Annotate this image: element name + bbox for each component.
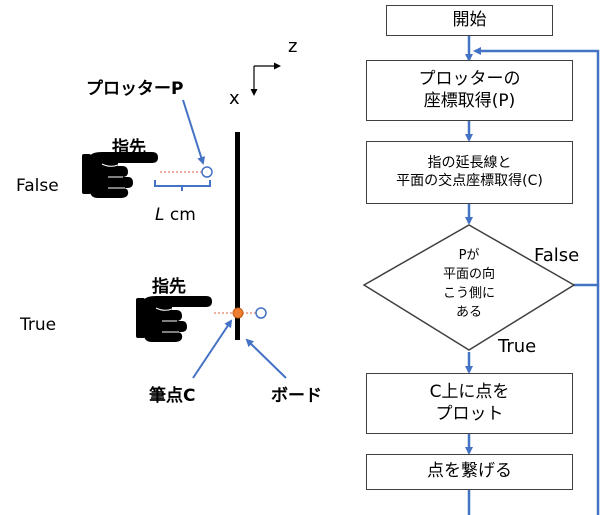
flow-step1-line2: 座標取得(P) [423,90,516,111]
decision-line4: ある [455,304,482,320]
false-branch-label: False [534,245,580,266]
decision-diamond [362,224,576,351]
flow-step4-box: 点を繋げる [366,454,573,490]
flow-step4-text: 点を繋げる [427,461,512,482]
pointing-hand-icon [135,295,213,343]
plotter-label: プロッターP [86,79,184,99]
flow-step2-line1: 指の延長線と [427,155,512,171]
board [235,132,240,340]
false-state-label: False [16,176,59,196]
flow-step3-line2: プロット [435,403,504,424]
flow-step2-line2: 平面の交点座標取得(C) [396,172,543,189]
pen-point-c [232,307,244,319]
finger-bottom-label: 指先 [152,277,186,297]
distance-unit: cm [164,205,196,225]
board-label: ボード [271,386,322,406]
pen-point-label: 筆点C [149,386,196,406]
distance-bracket [154,180,211,191]
pointing-hand-icon [81,151,159,199]
distance-label: L cm [155,205,196,225]
flow-start-text: 開始 [452,9,487,30]
decision-line3: こう側に [442,285,495,301]
axis-z-label: z [288,36,298,57]
finger-top-label: 指先 [112,138,146,158]
decision-line1: Pが [458,248,480,263]
axis-x-label: x [229,88,240,109]
flow-step1-box: プロッターの 座標取得(P) [366,60,573,121]
decision-line2: 平面の向 [442,266,495,282]
distance-italic: L [155,205,165,225]
flow-false-loop [473,47,600,287]
pen-point-arrow [192,319,233,379]
flow-step3-box: C上に点を プロット [366,373,573,434]
flow-step2-box: 指の延長線と 平面の交点座標取得(C) [366,141,573,204]
board-arrow [245,338,287,379]
flow-step3-line1: C上に点を [429,382,510,403]
true-state-label: True [20,315,57,335]
flow-start-box: 開始 [386,5,553,36]
plotter-point-false [201,166,213,178]
true-branch-label: True [498,336,537,357]
plotter-arrow [182,99,205,165]
decision-text: Pが 平面の向 こう側に ある [419,247,519,322]
plotter-point-true [255,307,267,319]
flow-step1-line1: プロッターの [418,69,521,90]
